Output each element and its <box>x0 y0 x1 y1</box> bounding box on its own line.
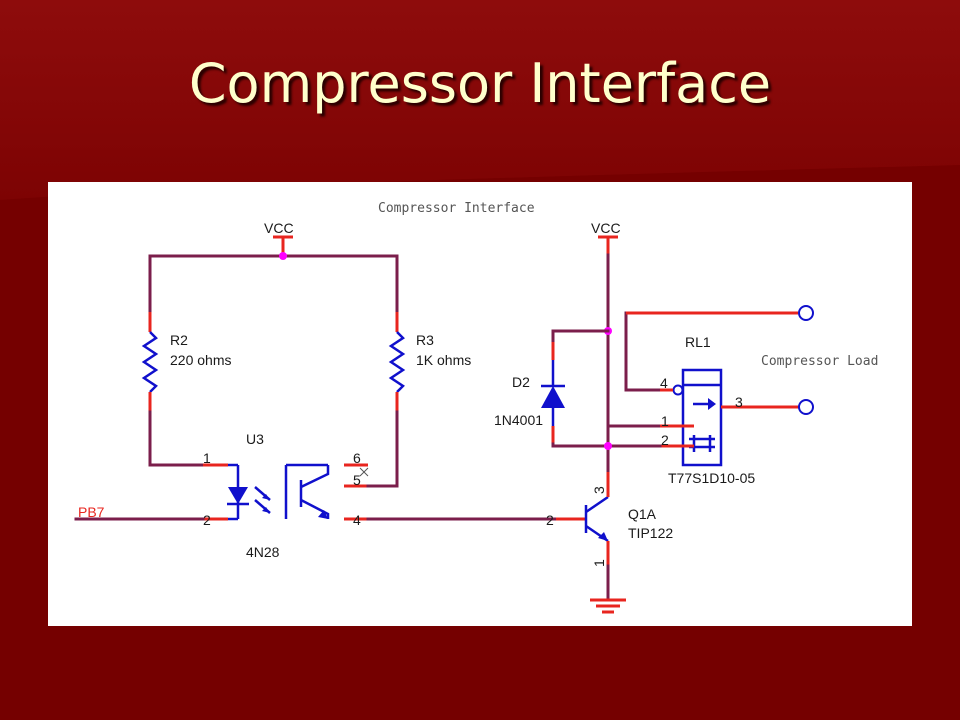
transistor-q1: 2 3 1 Q1A TIP122 <box>546 472 673 567</box>
slide-header-background <box>0 0 960 200</box>
q1-ref: Q1A <box>628 506 657 522</box>
rl1-pin-3: 3 <box>735 394 743 410</box>
schematic-panel: Compressor Interface Compressor Load VCC… <box>48 182 912 626</box>
load-label: Compressor Load <box>761 354 878 369</box>
rl1-pin-4: 4 <box>660 375 668 391</box>
r3-value: 1K ohms <box>416 352 471 368</box>
vcc-left-symbol: VCC <box>264 220 294 255</box>
vcc-right-label: VCC <box>591 220 621 236</box>
q1-pin-1: 1 <box>591 559 607 567</box>
wire-relay-to-q1 <box>606 420 662 474</box>
relay-rl1: RL1 T77S1D10-05 4 3 1 2 <box>606 305 814 486</box>
resistor-r2: R2 220 ohms <box>141 254 231 467</box>
vcc-right-symbol: VCC <box>591 220 621 255</box>
rl1-pin-1: 1 <box>661 413 669 429</box>
u3-pin-2: 2 <box>203 512 211 528</box>
junction-left-vcc <box>279 252 287 260</box>
rl1-part: T77S1D10-05 <box>668 470 755 486</box>
r2-value: 220 ohms <box>170 352 231 368</box>
q1-pin-3: 3 <box>591 486 607 494</box>
rl1-pin-2: 2 <box>661 432 669 448</box>
pb7-label: PB7 <box>78 504 105 520</box>
u3-ref: U3 <box>246 431 264 447</box>
resistor-r3: R3 1K ohms <box>388 254 471 488</box>
u3-pin-6: 6 <box>353 450 361 466</box>
ground-symbol <box>590 564 626 614</box>
diode-d2: D2 1N4001 <box>494 329 610 448</box>
pb7-net: PB7 <box>74 504 205 521</box>
u3-pin-4: 4 <box>353 512 361 528</box>
junction-relay <box>604 442 612 450</box>
sheet-title: Compressor Interface <box>378 201 535 216</box>
d2-part: 1N4001 <box>494 412 543 428</box>
vcc-left-label: VCC <box>264 220 294 236</box>
q1-pin-2: 2 <box>546 512 554 528</box>
optocoupler-u3: U3 4N28 1 2 6 5 4 <box>148 431 399 560</box>
rl1-ref: RL1 <box>685 334 711 350</box>
u3-pin-5: 5 <box>353 472 361 488</box>
q1-part: TIP122 <box>628 525 673 541</box>
load-terminal-top <box>798 305 814 321</box>
u3-pin-1: 1 <box>203 450 211 466</box>
circuit-schematic: Compressor Interface Compressor Load VCC… <box>74 201 878 614</box>
slide-title: Compressor Interface <box>188 52 772 115</box>
d2-ref: D2 <box>512 374 530 390</box>
load-terminal-bottom <box>798 399 814 415</box>
r3-ref: R3 <box>416 332 434 348</box>
u3-part: 4N28 <box>246 544 280 560</box>
r2-ref: R2 <box>170 332 188 348</box>
